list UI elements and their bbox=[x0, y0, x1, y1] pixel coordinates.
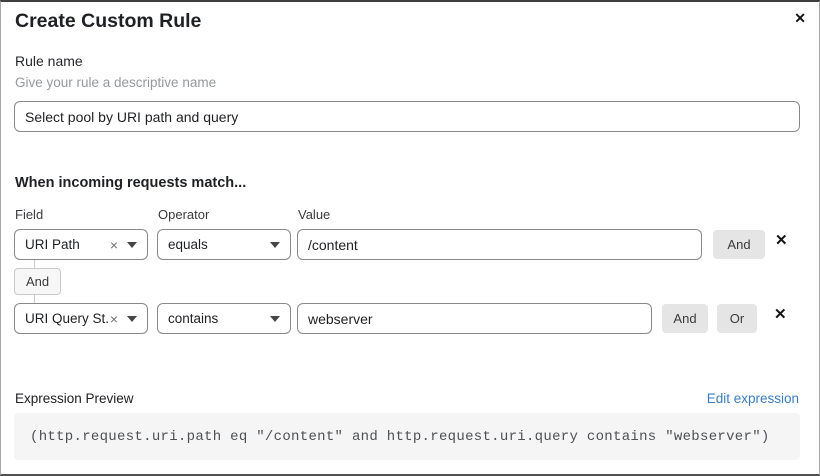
chevron-down-icon bbox=[270, 241, 280, 248]
expression-code-block: (http.request.uri.path eq "/content" and… bbox=[14, 413, 800, 460]
match-heading: When incoming requests match... bbox=[15, 175, 247, 191]
field-select-row2-value: URI Query St... bbox=[25, 311, 110, 326]
column-label-value: Value bbox=[298, 207, 331, 222]
edit-expression-link[interactable]: Edit expression bbox=[706, 391, 799, 406]
rule-name-label: Rule name bbox=[15, 53, 83, 69]
operator-select-row1-value: equals bbox=[168, 237, 208, 252]
operator-select-row1[interactable]: equals bbox=[157, 229, 291, 260]
operator-select-row2-value: contains bbox=[168, 311, 219, 326]
page-title: Create Custom Rule bbox=[15, 10, 202, 32]
chevron-down-icon bbox=[270, 315, 280, 322]
add-or-condition-button-row2[interactable]: Or bbox=[717, 304, 757, 333]
operator-select-row2[interactable]: contains bbox=[157, 303, 291, 334]
and-connector-chip[interactable]: And bbox=[14, 268, 62, 295]
rule-name-input[interactable] bbox=[14, 101, 800, 132]
remove-condition-icon-row1[interactable]: ✕ bbox=[775, 232, 788, 249]
rule-name-help: Give your rule a descriptive name bbox=[15, 75, 217, 90]
remove-condition-icon-row2[interactable]: ✕ bbox=[774, 306, 787, 323]
field-select-row2[interactable]: URI Query St... × bbox=[14, 303, 148, 334]
column-label-field: Field bbox=[15, 207, 44, 222]
column-label-operator: Operator bbox=[158, 207, 210, 222]
field-select-row1[interactable]: URI Path × bbox=[14, 229, 148, 260]
clear-field-icon[interactable]: × bbox=[109, 236, 118, 253]
chevron-down-icon bbox=[127, 241, 137, 248]
close-icon[interactable]: ✕ bbox=[794, 10, 806, 26]
clear-field-icon[interactable]: × bbox=[109, 310, 118, 327]
value-input-row1[interactable] bbox=[297, 229, 702, 260]
field-select-row1-value: URI Path bbox=[25, 237, 80, 252]
add-and-condition-button-row2[interactable]: And bbox=[662, 304, 708, 333]
chevron-down-icon bbox=[127, 315, 137, 322]
expression-code: (http.request.uri.path eq "/content" and… bbox=[30, 428, 770, 445]
expression-preview-label: Expression Preview bbox=[15, 391, 134, 406]
add-and-condition-button-row1[interactable]: And bbox=[713, 230, 765, 259]
value-input-row2[interactable] bbox=[297, 303, 652, 334]
